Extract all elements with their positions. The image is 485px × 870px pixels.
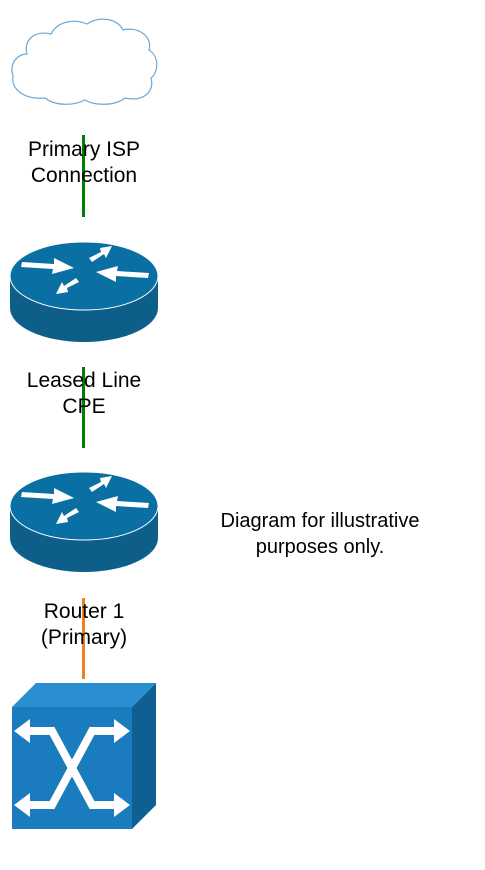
- router1-node[interactable]: [8, 466, 160, 574]
- cloud-icon: [11, 18, 158, 105]
- cpe-router-node[interactable]: [8, 236, 160, 344]
- switch-node[interactable]: [8, 679, 160, 831]
- router1-label: Router 1 (Primary): [40, 600, 128, 649]
- cpe-label: Leased Line CPE: [26, 369, 142, 418]
- router-icon: [9, 471, 159, 572]
- isp-label: Primary ISP Connection: [27, 138, 140, 187]
- isp-cloud-node[interactable]: [7, 14, 161, 106]
- router-icon: [9, 241, 159, 342]
- switch-icon: [12, 683, 156, 829]
- disclaimer-note: Diagram for illustrative purposes only.: [220, 510, 420, 558]
